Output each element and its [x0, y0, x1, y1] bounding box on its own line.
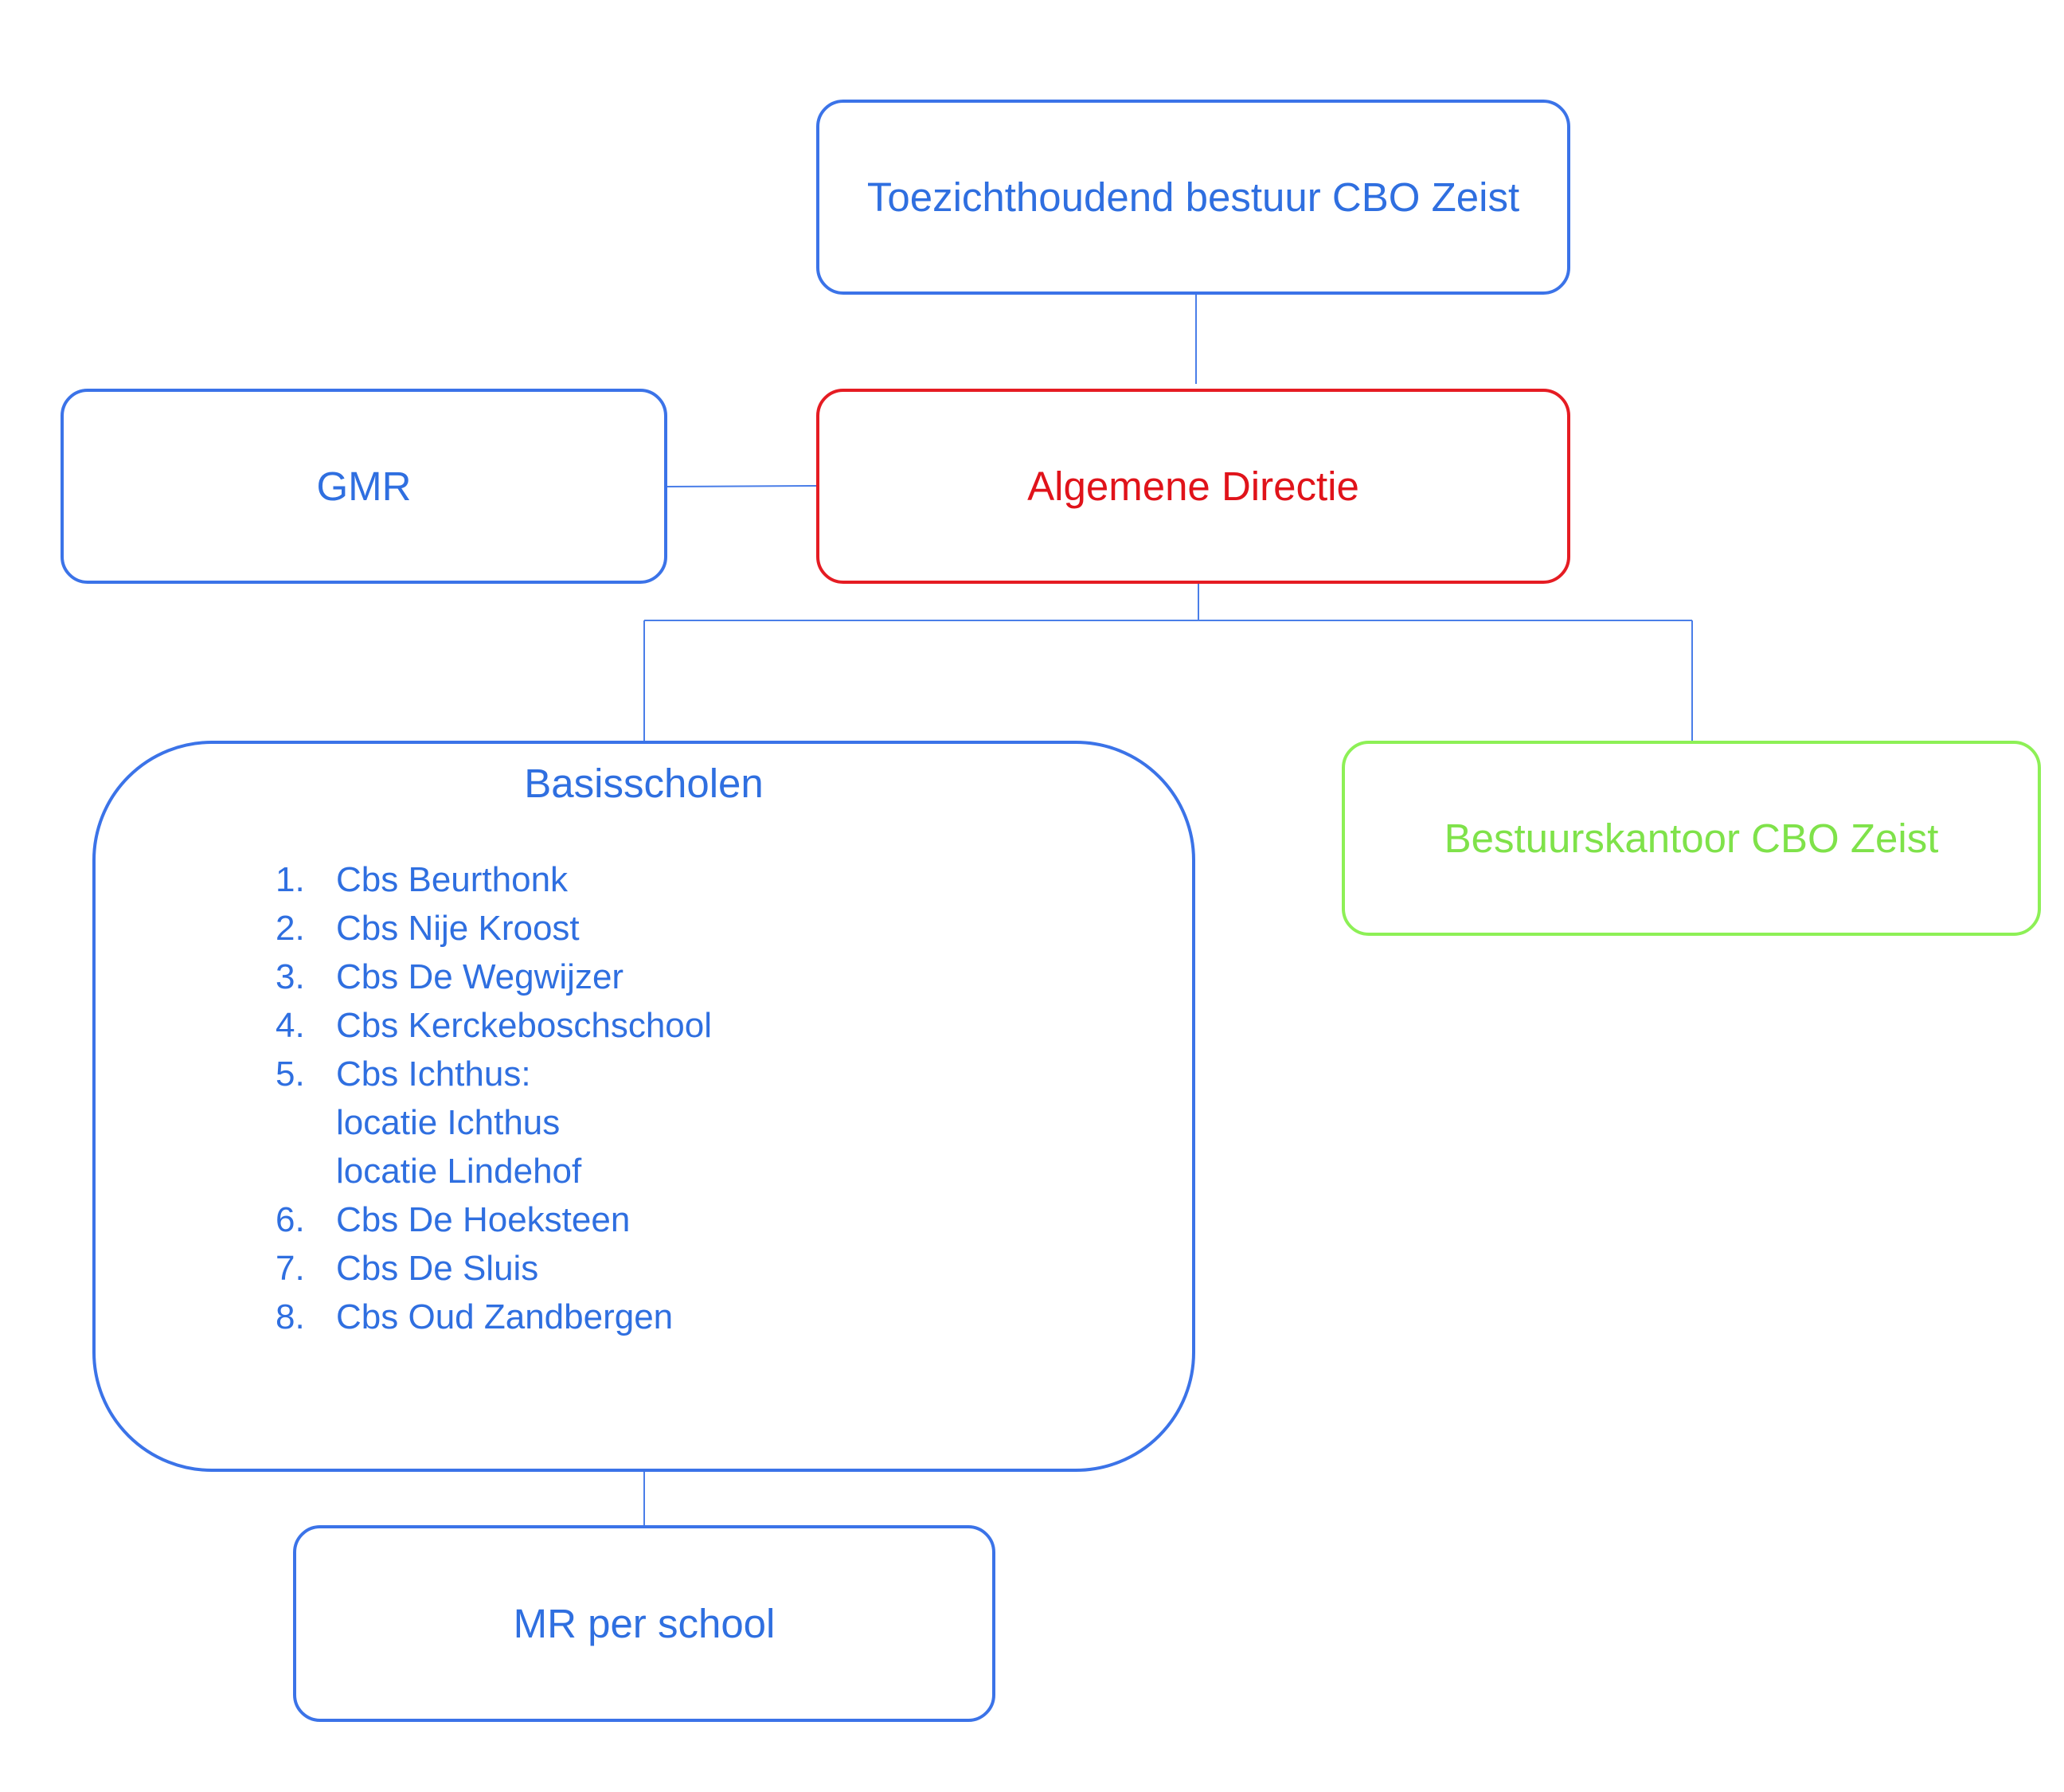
school-number: 5.	[276, 1054, 305, 1094]
school-name: Cbs Beurthonk	[336, 860, 569, 899]
school-number	[276, 1147, 336, 1195]
school-list-item: 4. Cbs Kerckeboschschool	[276, 1001, 712, 1050]
node-mr-per-school-label: MR per school	[513, 1601, 776, 1646]
school-location-name: locatie Lindehof	[336, 1152, 582, 1191]
node-bestuurskantoor: Bestuurskantoor CBO Zeist	[1342, 741, 2041, 936]
node-toezichthoudend-bestuur: Toezichthoudend bestuur CBO Zeist	[816, 100, 1570, 295]
node-bestuurskantoor-label: Bestuurskantoor CBO Zeist	[1444, 816, 1939, 861]
node-toezichthoudend-bestuur-label: Toezichthoudend bestuur CBO Zeist	[866, 174, 1520, 220]
school-name: Cbs De Hoeksteen	[336, 1200, 631, 1239]
school-list-item: 8. Cbs Oud Zandbergen	[276, 1293, 712, 1341]
school-list: 1. Cbs Beurthonk 2. Cbs Nije Kroost 3. Cbs …	[276, 855, 712, 1341]
school-list-item: 1. Cbs Beurthonk	[276, 855, 712, 904]
school-number: 1.	[276, 860, 305, 899]
node-gmr: GMR	[61, 389, 667, 584]
node-algemene-directie: Algemene Directie	[816, 389, 1570, 584]
school-list-item: 3. Cbs De Wegwijzer	[276, 953, 712, 1001]
school-name: Cbs Oud Zandbergen	[336, 1297, 674, 1336]
school-name: Cbs Nije Kroost	[336, 909, 580, 948]
school-location-name: locatie Ichthus	[336, 1103, 561, 1142]
node-algemene-directie-label: Algemene Directie	[1027, 464, 1359, 509]
node-basisscholen: Basisscholen 1. Cbs Beurthonk 2. Cbs Nije …	[92, 741, 1195, 1472]
school-list-item: 7. Cbs De Sluis	[276, 1244, 712, 1293]
school-list-item: 2. Cbs Nije Kroost	[276, 904, 712, 953]
school-number: 6.	[276, 1200, 305, 1239]
school-number: 2.	[276, 909, 305, 948]
school-number: 3.	[276, 957, 305, 996]
connector-gmr-to-directie	[666, 485, 817, 487]
school-name: Cbs Ichthus:	[336, 1054, 531, 1094]
school-number: 7.	[276, 1249, 305, 1288]
school-list-item: 6. Cbs De Hoeksteen	[276, 1195, 712, 1244]
node-basisscholen-title: Basisscholen	[524, 761, 764, 806]
school-number: 4.	[276, 1006, 305, 1045]
school-name: Cbs De Wegwijzer	[336, 957, 624, 996]
school-name: Cbs De Sluis	[336, 1249, 539, 1288]
school-number: 8.	[276, 1297, 305, 1336]
node-mr-per-school: MR per school	[293, 1525, 995, 1722]
school-location-item: locatie Ichthus	[276, 1098, 712, 1147]
school-number	[276, 1098, 336, 1147]
school-list-item: 5. Cbs Ichthus:	[276, 1050, 712, 1098]
node-gmr-label: GMR	[316, 464, 412, 509]
school-location-item: locatie Lindehof	[276, 1147, 712, 1195]
school-name: Cbs Kerckeboschschool	[336, 1006, 713, 1045]
